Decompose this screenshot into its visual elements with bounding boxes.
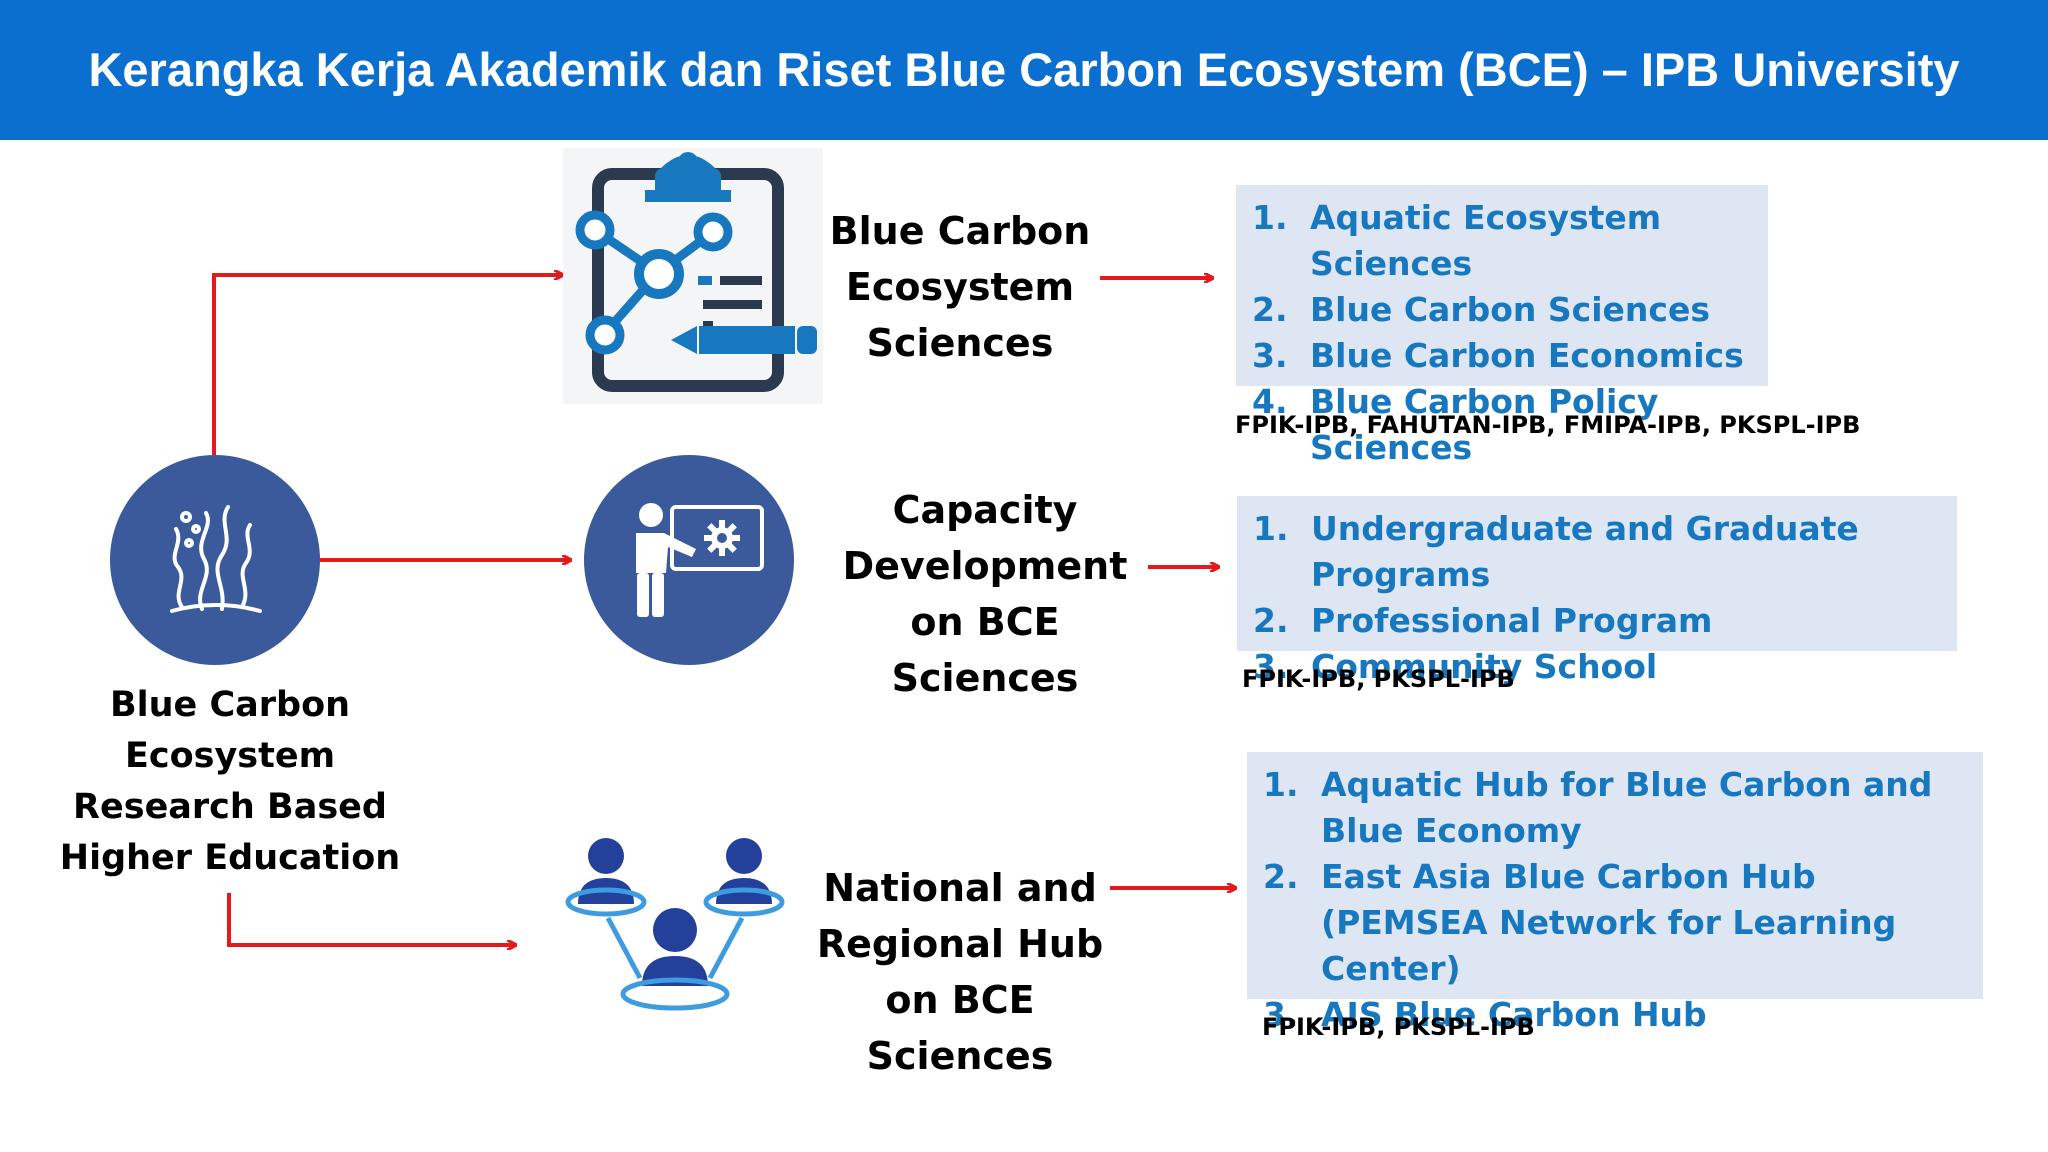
list-item: 4.Blue Carbon Policy Sciences bbox=[1252, 382, 1659, 467]
list-item: 3.AIS Blue Carbon Hub bbox=[1263, 995, 1707, 1034]
list-item: 2.Professional Program bbox=[1253, 601, 1713, 640]
list-box-hub: 1.Aquatic Hub for Blue Carbon and Blue E… bbox=[1247, 752, 1983, 1034]
institutions-capacity: FPIK-IPB, PKSPL-IPB bbox=[1242, 665, 1515, 693]
list-item: 3.Blue Carbon Economics bbox=[1252, 336, 1744, 375]
teacher-presentation-icon bbox=[584, 455, 794, 665]
clipboard-network-icon bbox=[563, 148, 823, 404]
list-item: 1.Aquatic Ecosystem Sciences bbox=[1252, 198, 1662, 283]
people-network-icon bbox=[565, 838, 785, 1011]
page-title: Kerangka Kerja Akademik dan Riset Blue C… bbox=[88, 43, 1960, 96]
list-item: 1.Undergraduate and Graduate Programs bbox=[1253, 509, 1859, 594]
branch-title-sciences: Blue Carbon Ecosystem Sciences bbox=[829, 209, 1091, 365]
header-banner: Kerangka Kerja Akademik dan Riset Blue C… bbox=[0, 0, 2048, 140]
list-box-capacity: 1.Undergraduate and Graduate Programs 2.… bbox=[1237, 496, 1957, 686]
list-item: 3.Community School bbox=[1253, 647, 1658, 686]
branch-title-capacity: Capacity Development on BCE Sciences bbox=[842, 488, 1128, 700]
institutions-hub: FPIK-IPB, PKSPL-IPB bbox=[1262, 1013, 1535, 1041]
list-item: 1.Aquatic Hub for Blue Carbon and Blue E… bbox=[1263, 765, 1933, 850]
branch-title-hub: National and Regional Hub on BCE Science… bbox=[816, 866, 1104, 1078]
list-item: 2.East Asia Blue Carbon Hub (PEMSEA Netw… bbox=[1263, 857, 1897, 988]
root-label: Blue Carbon Ecosystem Research Based Hig… bbox=[59, 685, 401, 878]
arrow-root-to-hub bbox=[227, 893, 515, 945]
seaweed-icon bbox=[110, 455, 320, 665]
list-box-sciences: 1.Aquatic Ecosystem Sciences 2.Blue Carb… bbox=[1236, 185, 1768, 467]
arrow-root-to-sciences bbox=[212, 275, 562, 455]
list-item: 2.Blue Carbon Sciences bbox=[1252, 290, 1710, 329]
institutions-sciences: FPIK-IPB, FAHUTAN-IPB, FMIPA-IPB, PKSPL-… bbox=[1235, 411, 1861, 439]
